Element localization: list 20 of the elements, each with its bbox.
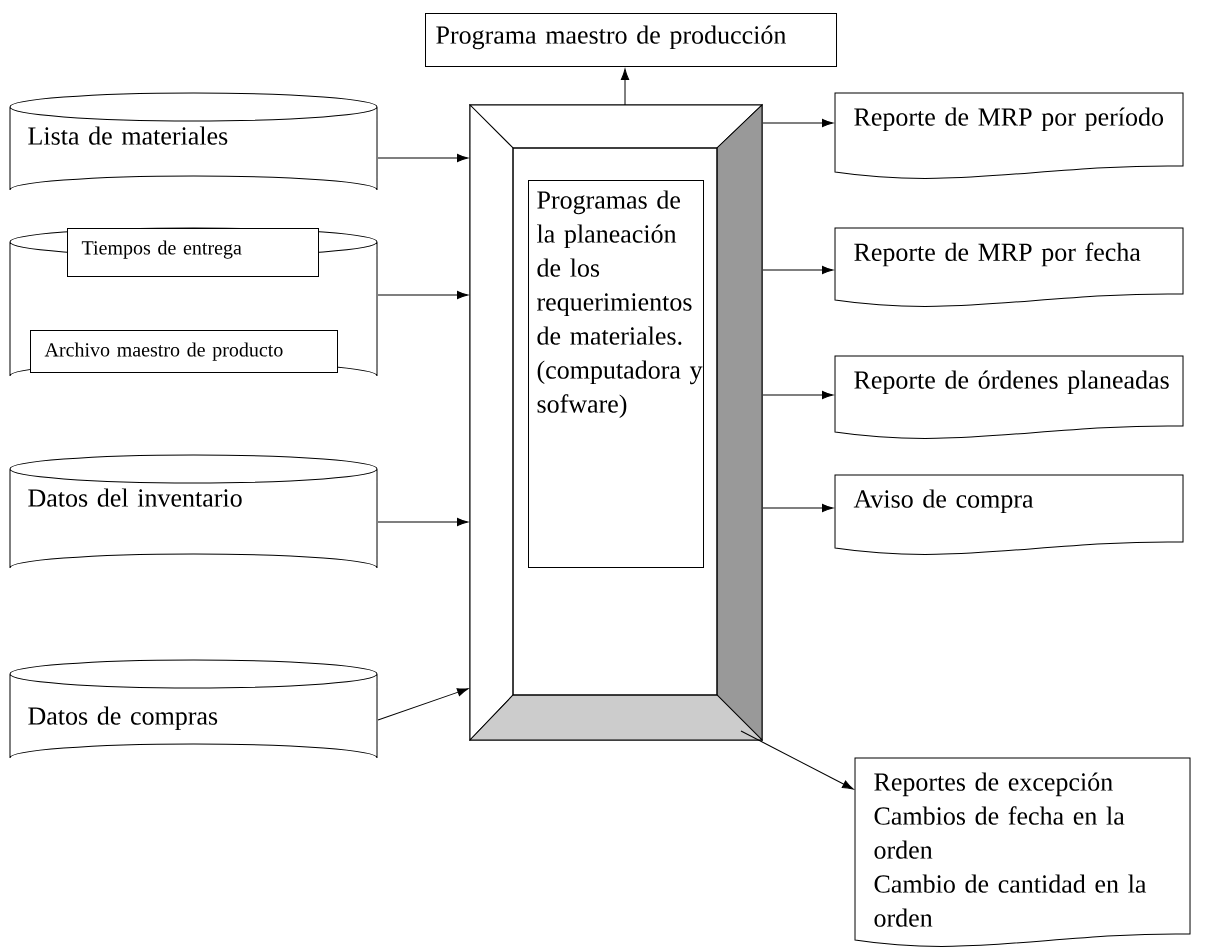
database-cylinder: Lista de materiales bbox=[9, 92, 378, 191]
arrow bbox=[377, 290, 469, 300]
process-box: Tiempos de entrega bbox=[67, 228, 319, 277]
node-label: Archivo maestro de producto bbox=[44, 342, 283, 361]
database-cylinder: Datos de compras bbox=[9, 659, 378, 759]
arrow bbox=[762, 390, 834, 400]
process-box: Programas de la planeación de los requerimientos de materiales. (computadora y sofware) bbox=[528, 180, 704, 568]
process-box: Archivo maestro de producto bbox=[30, 330, 338, 373]
database-cylinder: Datos del inventario bbox=[9, 454, 378, 569]
process-box: Programa maestro de producción bbox=[425, 13, 837, 67]
arrow bbox=[762, 118, 834, 128]
arrow bbox=[620, 68, 630, 106]
arrow bbox=[377, 688, 469, 721]
arrow bbox=[740, 730, 854, 790]
computer-frame-drawing bbox=[469, 104, 763, 741]
arrow bbox=[377, 517, 469, 527]
arrow bbox=[762, 503, 834, 513]
arrow bbox=[377, 153, 469, 163]
node-label: Tiempos de entrega bbox=[81, 240, 242, 259]
arrow bbox=[762, 265, 834, 275]
